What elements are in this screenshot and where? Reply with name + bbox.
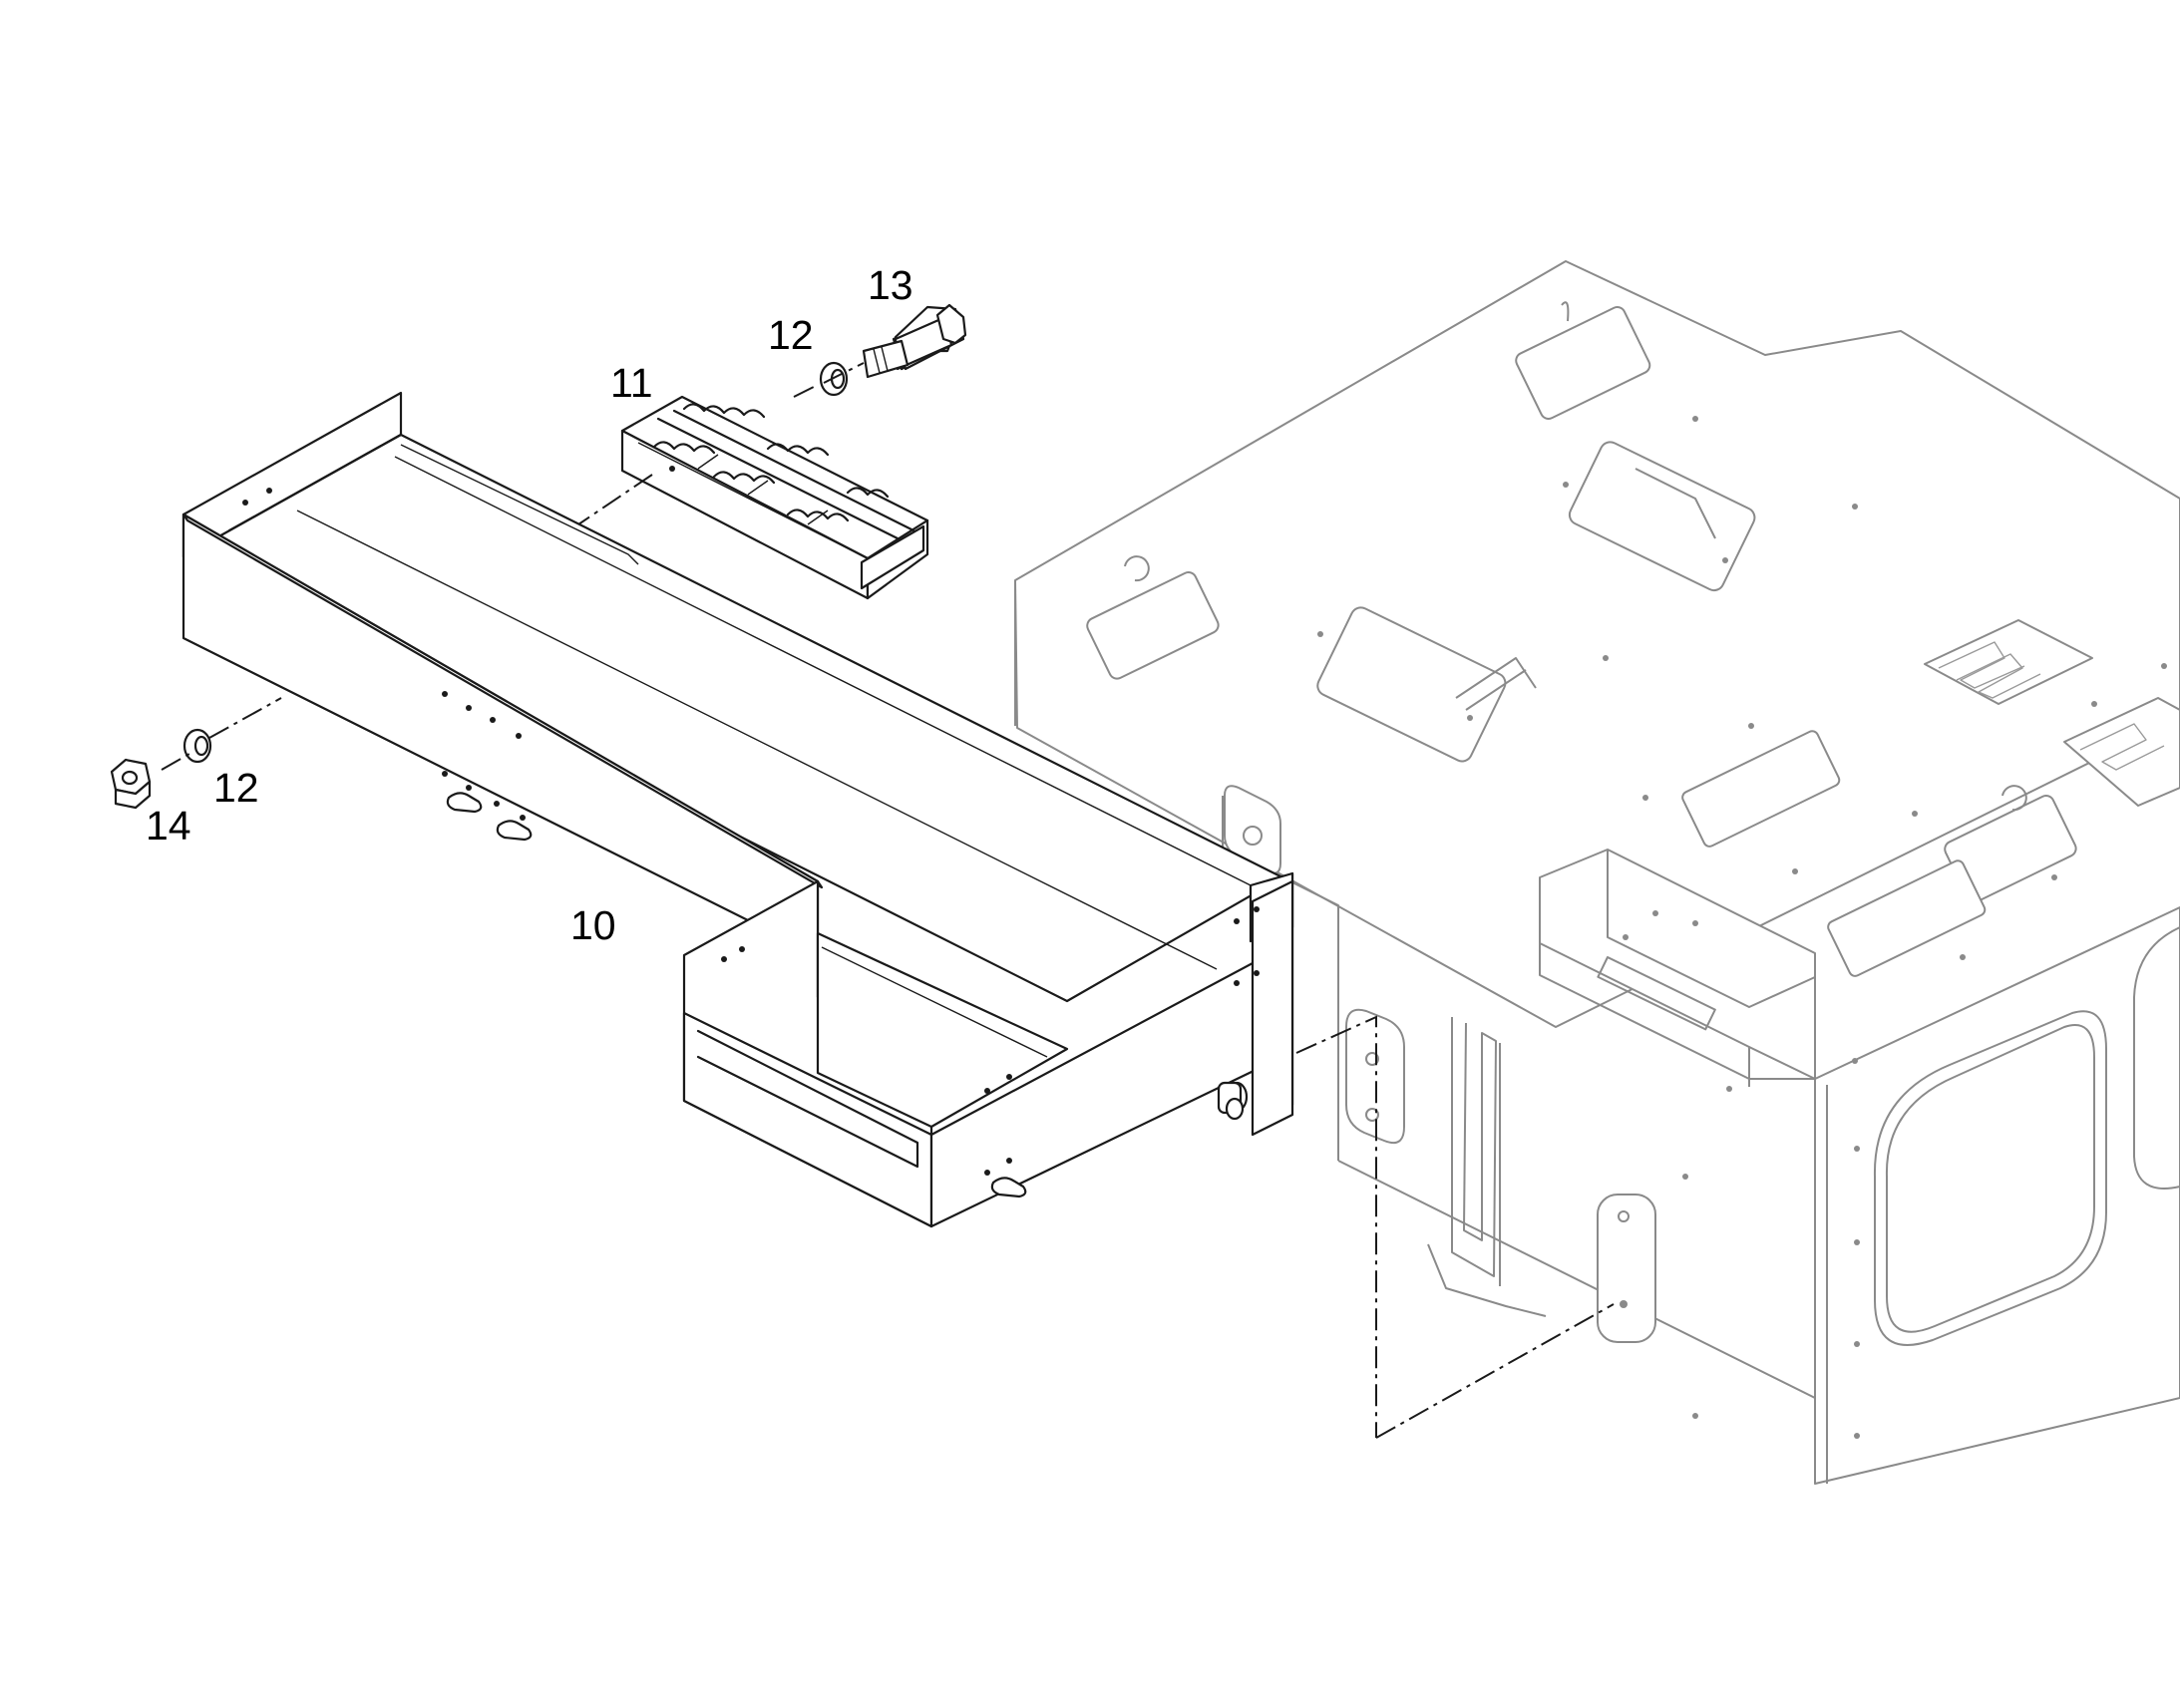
callout-13: 13 <box>868 262 913 308</box>
tray-holes <box>242 488 1260 1176</box>
part-11-step-bracket[interactable] <box>620 395 929 600</box>
part-14-nut[interactable] <box>110 758 152 810</box>
part-13-bolt-shank <box>862 303 967 379</box>
callout-10: 10 <box>570 902 616 948</box>
vent-grille <box>1924 619 2180 807</box>
part-12-washer-left[interactable] <box>182 728 212 764</box>
callout-12-top: 12 <box>768 312 814 358</box>
callout-12-left: 12 <box>213 765 259 811</box>
tray-knob <box>1217 1081 1249 1121</box>
part-10-tray[interactable] <box>182 391 1294 1228</box>
frame-rivets <box>1317 416 2167 1439</box>
assembly-lines <box>161 362 1615 1439</box>
callout-11: 11 <box>610 360 653 406</box>
callout-14: 14 <box>146 803 191 849</box>
callout-labels: 10 11 12 13 12 14 <box>146 262 913 948</box>
cab-frame <box>1014 260 2180 1485</box>
step-grip-ridges <box>637 403 915 559</box>
